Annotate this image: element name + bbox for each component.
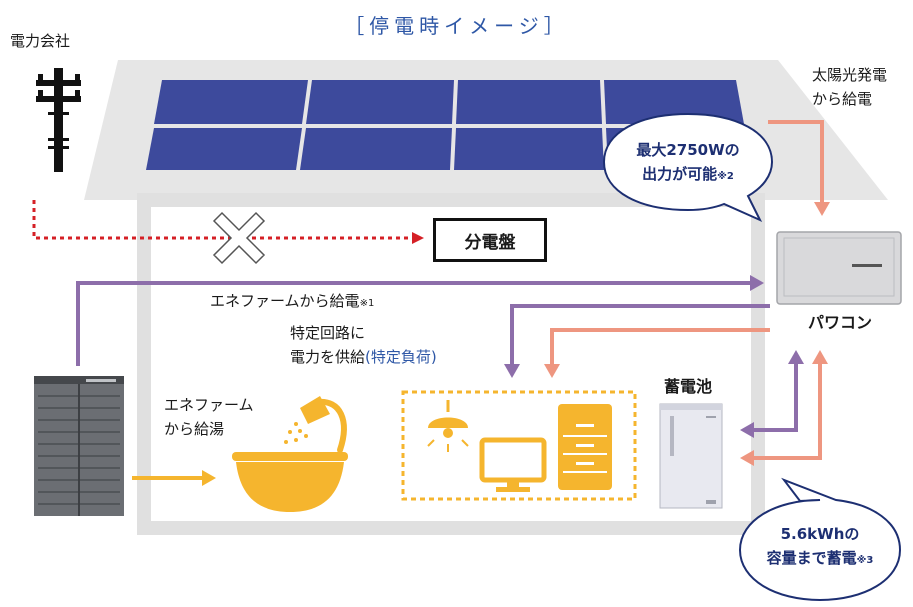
solar-panel bbox=[146, 128, 302, 170]
refrigerator-icon bbox=[558, 404, 612, 490]
specific-circuit-label-1: 特定回路に bbox=[290, 324, 366, 342]
pcs-to-battery-arrow bbox=[740, 350, 828, 466]
ceiling-lamp-icon bbox=[427, 400, 469, 452]
capacity-text: 容量まで蓄電 bbox=[766, 549, 857, 567]
solar-panel bbox=[604, 80, 744, 124]
capacity-text-1: 5.6kWhの bbox=[780, 525, 860, 543]
specific-circuit-text: 電力を供給 bbox=[290, 348, 366, 366]
hot-water-arrow bbox=[132, 470, 216, 486]
solar-supply-arrow bbox=[768, 120, 830, 216]
shower-icon bbox=[284, 396, 347, 453]
enefarm-unit-icon bbox=[34, 376, 124, 516]
solar-panel bbox=[454, 128, 604, 170]
specific-circuit-label-2: 電力を供給(特定負荷) bbox=[290, 346, 437, 368]
specific-load-label: (特定負荷) bbox=[365, 348, 437, 366]
solar-panel bbox=[300, 128, 452, 170]
battery-label: 蓄電池 bbox=[664, 377, 713, 396]
max-output-text: 出力が可能 bbox=[642, 165, 718, 183]
enefarm-hotwater-label-2: から給湯 bbox=[164, 420, 225, 438]
pcs-to-load-arrow-salmon bbox=[544, 328, 770, 378]
max-output-bubble bbox=[602, 112, 774, 223]
solar-panel-array bbox=[146, 80, 752, 170]
solar-panel bbox=[154, 80, 308, 124]
enefarm-hotwater-label-1: エネファーム bbox=[164, 396, 254, 414]
solar-panel bbox=[306, 80, 454, 124]
solar-supply-label-1: 太陽光発電 bbox=[812, 66, 888, 84]
power-conditioner-label: パワコン bbox=[808, 313, 873, 332]
page-title: ［停電時イメージ］ bbox=[344, 14, 569, 38]
monitor-icon bbox=[479, 437, 547, 492]
enefarm-supply-text: エネファームから給電 bbox=[210, 292, 360, 310]
cross-mark-icon bbox=[212, 211, 266, 265]
capacity-note: ※3 bbox=[856, 555, 874, 566]
capacity-bubble bbox=[738, 477, 902, 602]
max-output-note: ※2 bbox=[717, 171, 734, 182]
max-output-text-1: 最大2750Wの bbox=[636, 141, 740, 159]
utility-pole-icon bbox=[36, 68, 81, 172]
enefarm-supply-arrow bbox=[76, 275, 764, 366]
solar-supply-label-2: から給電 bbox=[812, 90, 873, 108]
power-company-label: 電力会社 bbox=[10, 32, 71, 50]
specific-load-box bbox=[401, 390, 637, 501]
enefarm-supply-note: ※1 bbox=[359, 298, 375, 309]
storage-battery-icon bbox=[659, 403, 723, 509]
grid-supply-line bbox=[32, 200, 424, 244]
distribution-panel: 分電盤 bbox=[433, 218, 547, 262]
capacity-text-2: 容量まで蓄電※3 bbox=[746, 546, 894, 573]
max-output-text-2: 出力が可能※2 bbox=[616, 162, 760, 189]
power-conditioner-icon bbox=[776, 231, 902, 305]
bathtub-icon bbox=[232, 452, 348, 512]
solar-panel bbox=[456, 80, 602, 124]
battery-to-pcs-arrow bbox=[740, 350, 804, 438]
pcs-to-load-arrow-purple bbox=[504, 304, 770, 378]
enefarm-supply-label: エネファームから給電※1 bbox=[210, 290, 374, 315]
distribution-panel-label: 分電盤 bbox=[464, 232, 516, 253]
